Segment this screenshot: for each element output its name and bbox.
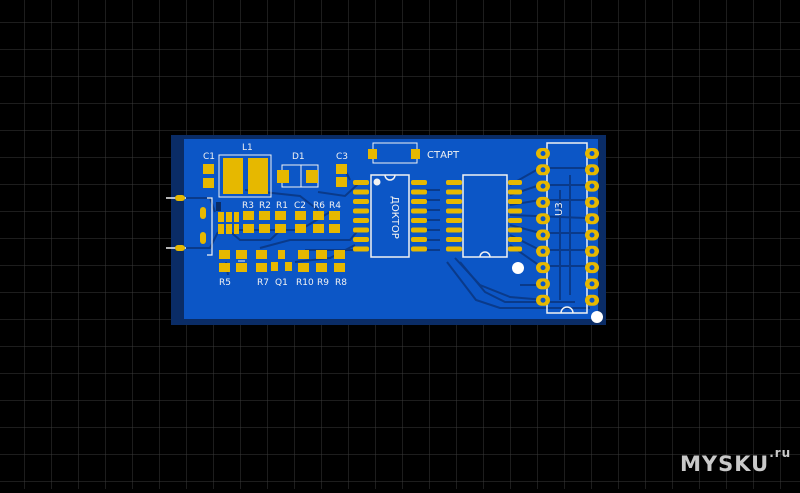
- watermark-logo: MYSKU.ru: [680, 446, 791, 476]
- ic-pad: [411, 180, 427, 185]
- header-pad-hole: [589, 265, 595, 271]
- header-pad-hole: [589, 167, 595, 173]
- component-ic-second[interactable]: [446, 174, 522, 258]
- label-r6: R6: [313, 201, 325, 211]
- ic-pad: [508, 199, 522, 204]
- label-r2: R2: [259, 201, 271, 211]
- header-pad-hole: [589, 183, 595, 189]
- ic-pad: [446, 199, 462, 204]
- ic-pad: [508, 246, 522, 252]
- label-r9: R9: [317, 278, 329, 288]
- component-l1[interactable]: L1: [218, 143, 272, 198]
- header-pad-hole: [540, 183, 546, 189]
- ic-pad: [353, 189, 369, 195]
- ic-pad: [508, 208, 522, 214]
- label-c1: C1: [203, 152, 215, 162]
- label-c3: C3: [336, 152, 348, 162]
- fiducial-dot: [591, 311, 603, 323]
- label-q1: Q1: [275, 278, 288, 288]
- ic-pad: [411, 227, 427, 233]
- ic-pad: [353, 208, 369, 214]
- power-connector[interactable]: [166, 195, 213, 256]
- ic-pad: [353, 180, 369, 185]
- resistor-row-bottom[interactable]: R5 R7 Q1 R10 R9 R8: [219, 250, 347, 288]
- header-pad-hole: [540, 297, 546, 303]
- label-c2: C2: [294, 201, 306, 211]
- component-u-small[interactable]: [216, 202, 239, 234]
- ic-pad: [353, 218, 369, 223]
- header-pad-hole: [589, 199, 595, 205]
- ic-pad: [446, 180, 462, 185]
- ic-pad: [446, 189, 462, 195]
- component-u3[interactable]: U3: [536, 142, 599, 314]
- ic-pad: [353, 227, 369, 233]
- label-r1: R1: [276, 201, 288, 211]
- label-r10: R10: [296, 278, 314, 288]
- fiducial-dot: [512, 262, 524, 274]
- label-u3: U3: [554, 202, 565, 216]
- label-r5: R5: [219, 278, 231, 288]
- ic-pad: [508, 227, 522, 233]
- component-c1[interactable]: C1: [203, 152, 215, 188]
- ic-pad: [508, 180, 522, 185]
- watermark-text: MYSKU: [680, 452, 770, 476]
- label-d1: D1: [292, 152, 305, 162]
- ic-pad: [411, 218, 427, 223]
- ic-pad: [353, 246, 369, 252]
- header-pad-hole: [589, 151, 595, 156]
- ic-pad: [508, 218, 522, 223]
- ic-pad: [508, 189, 522, 195]
- ic-pad: [411, 208, 427, 214]
- label-r4: R4: [329, 201, 341, 211]
- ic-pad: [411, 237, 427, 242]
- label-ic-doktor: ДОКТОР: [389, 196, 400, 239]
- header-pad-hole: [540, 232, 546, 238]
- label-r3: R3: [242, 201, 254, 211]
- header-pad-hole: [540, 216, 546, 222]
- header-pad-hole: [589, 216, 595, 222]
- ic-pad: [411, 246, 427, 252]
- ic-pad: [508, 237, 522, 242]
- header-pad-hole: [540, 151, 546, 156]
- ic-pad: [411, 199, 427, 204]
- header-pad-hole: [540, 167, 546, 173]
- header-pad-hole: [540, 281, 546, 287]
- header-pad-hole: [540, 248, 546, 254]
- ic-pad: [446, 227, 462, 233]
- label-start: СТАРТ: [427, 150, 460, 161]
- header-pad-hole: [540, 199, 546, 205]
- ic-pad: [446, 246, 462, 252]
- header-pad-hole: [540, 265, 546, 271]
- label-l1: L1: [242, 143, 253, 153]
- ic-pad: [446, 208, 462, 214]
- ic-pad: [353, 199, 369, 204]
- ic-pad: [446, 237, 462, 242]
- component-d1[interactable]: D1: [277, 152, 319, 188]
- watermark-suffix: .ru: [769, 446, 792, 460]
- ic-pad: [353, 237, 369, 242]
- label-r8: R8: [335, 278, 347, 288]
- component-c3[interactable]: C3: [336, 152, 348, 187]
- component-start-button[interactable]: СТАРТ: [368, 142, 460, 164]
- ic-pad: [411, 189, 427, 195]
- component-ic-doktor[interactable]: ДОКТОР: [353, 174, 427, 258]
- ic-pad: [446, 218, 462, 223]
- header-pad-hole: [589, 297, 595, 303]
- header-pad-hole: [589, 232, 595, 238]
- header-pad-hole: [589, 281, 595, 287]
- resistor-row-top[interactable]: R3 R2 R1 C2 R6 R4: [242, 201, 341, 233]
- label-r7: R7: [257, 278, 269, 288]
- header-pad-hole: [589, 248, 595, 254]
